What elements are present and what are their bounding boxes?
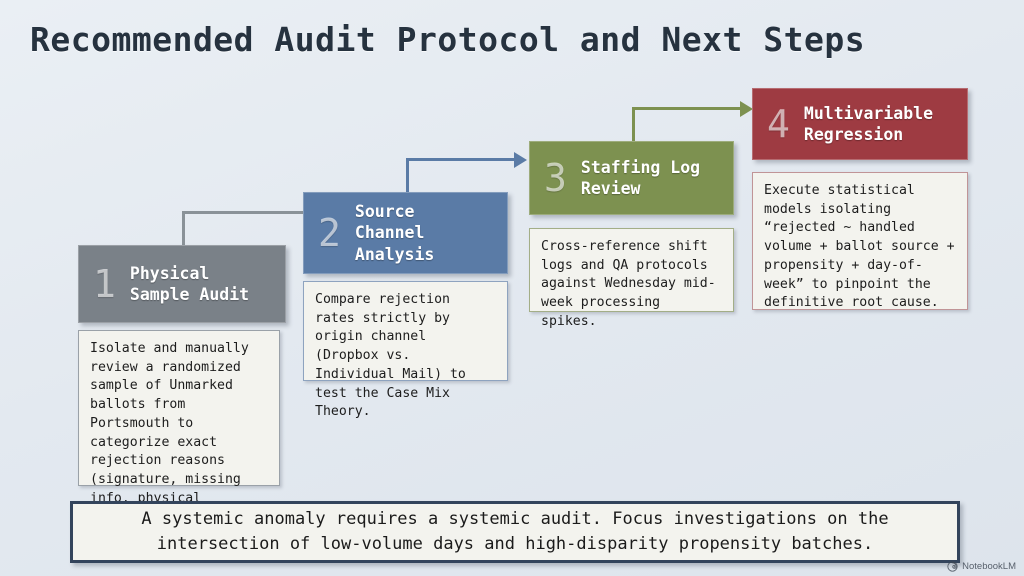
connector-horizontal-segment: [182, 211, 310, 214]
notebooklm-spiral-icon: [947, 561, 958, 572]
step-description-1: Isolate and manually review a randomized…: [78, 330, 280, 525]
step-description-2: Compare rejection rates strictly by orig…: [303, 281, 508, 419]
connector-horizontal-segment: [632, 107, 742, 110]
step-number-3: 3: [544, 156, 567, 200]
connector-step3-to-step4: [632, 99, 762, 145]
summary-banner-line-2: intersection of low-volume days and high…: [156, 534, 874, 554]
step-number-4: 4: [767, 102, 790, 146]
step-number-1: 1: [93, 262, 116, 306]
step-number-2: 2: [318, 211, 341, 255]
step-title-1: Physical Sample Audit: [129, 263, 250, 304]
step-box-1[interactable]: 1 Physical Sample Audit: [78, 245, 286, 323]
connector-step2-to-step3: [406, 150, 536, 196]
connector-vertical-segment: [632, 107, 635, 141]
arrow-head-icon: [514, 151, 527, 168]
step-box-4[interactable]: 4 Multivariable Regression: [752, 88, 968, 160]
arrow-head-icon: [740, 100, 753, 117]
page-title: Recommended Audit Protocol and Next Step…: [30, 20, 866, 59]
notebooklm-watermark-label: NotebookLM: [962, 561, 1016, 572]
step-description-3: Cross-reference shift logs and QA protoc…: [529, 228, 734, 329]
step-title-2: Source Channel Analysis: [354, 202, 435, 264]
connector-vertical-segment: [406, 158, 409, 192]
summary-banner-line-1: A systemic anomaly requires a systemic a…: [141, 509, 889, 530]
step-title-4: Multivariable Regression: [803, 103, 934, 144]
step-box-3[interactable]: 3 Staffing Log Review: [529, 141, 734, 215]
notebooklm-watermark: NotebookLM: [947, 561, 1016, 572]
step-title-3: Staffing Log Review: [580, 157, 701, 198]
connector-vertical-segment: [182, 211, 185, 245]
step-box-2[interactable]: 2 Source Channel Analysis: [303, 192, 508, 274]
connector-horizontal-segment: [406, 158, 516, 161]
summary-banner: A systemic anomaly requires a systemic a…: [70, 501, 960, 563]
step-description-4: Execute statistical models isolating “re…: [752, 172, 968, 310]
